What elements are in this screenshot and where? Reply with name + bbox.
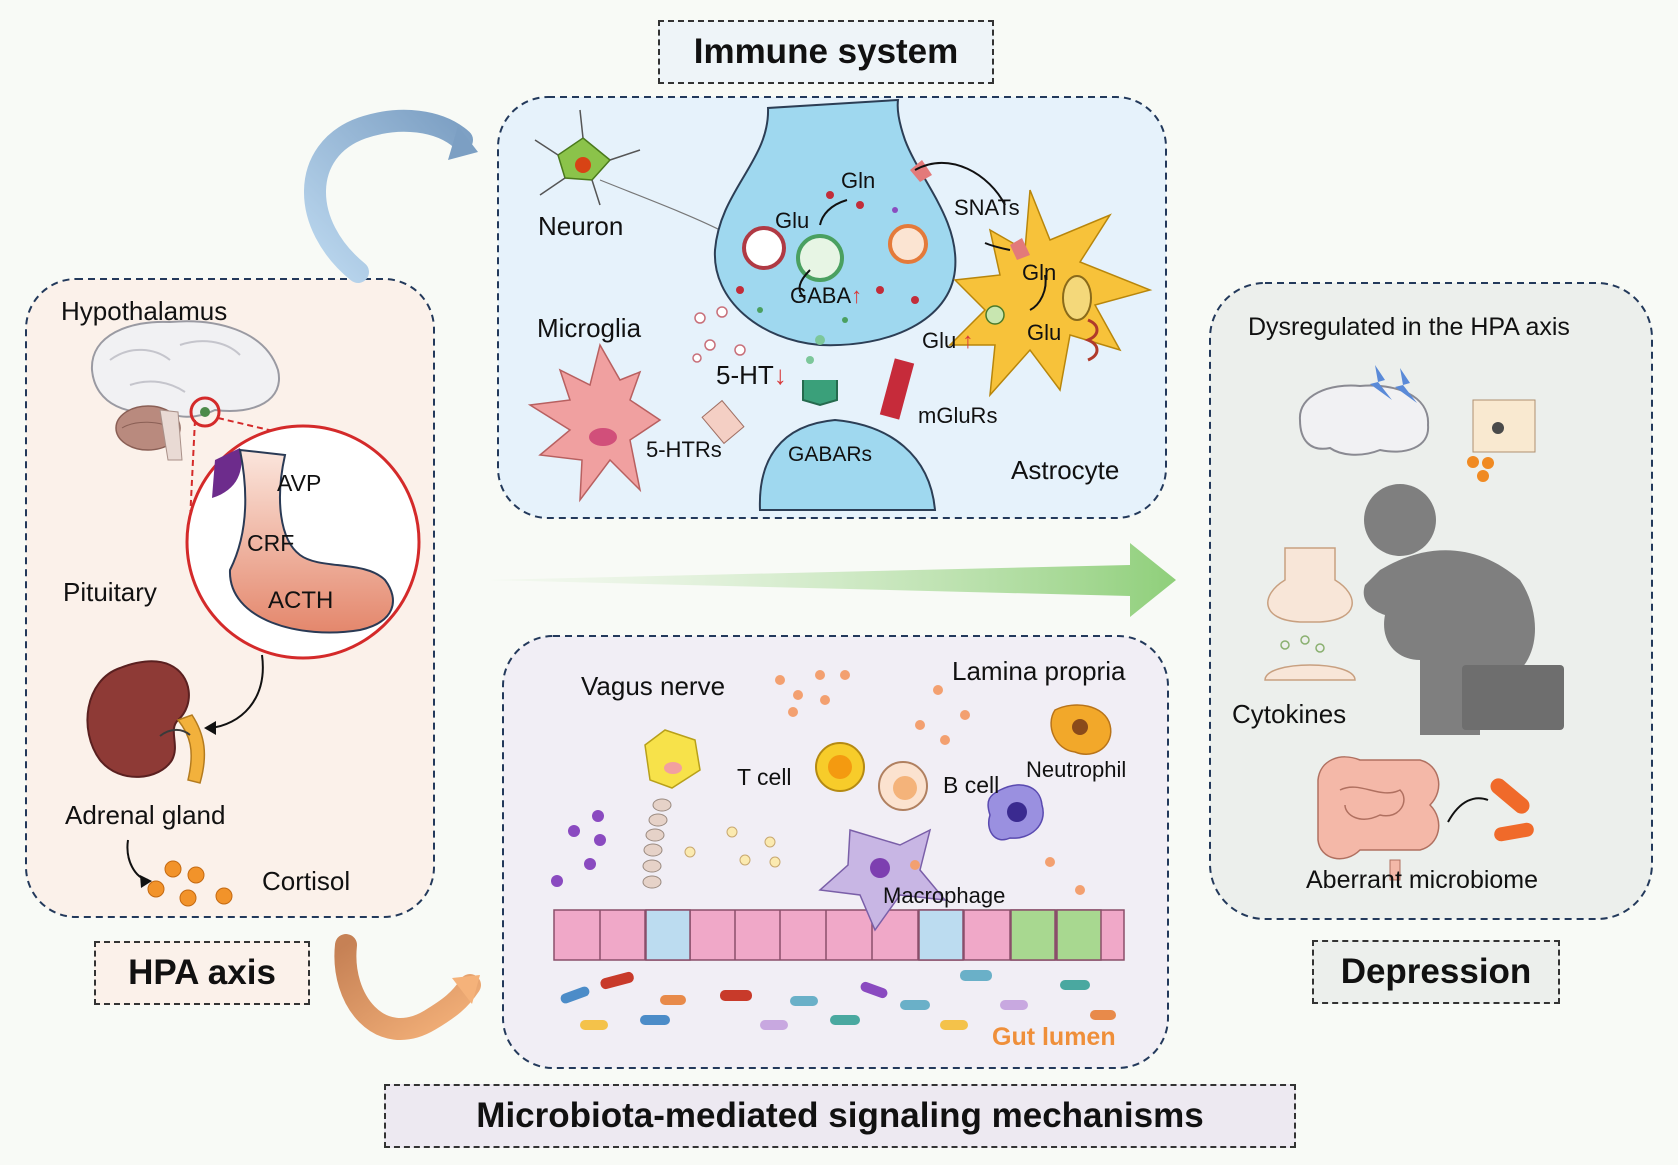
avp-label: AVP (277, 470, 322, 496)
kidney-icon (86, 660, 206, 784)
five-htrs-label: 5-HTRs (646, 437, 722, 462)
immune-system-title: Immune system (658, 20, 994, 84)
aberrant-microbiome-label: Aberrant microbiome (1306, 866, 1539, 894)
neutrophil-label: Neutrophil (1026, 757, 1127, 782)
astrocyte-label: Astrocyte (1011, 455, 1120, 485)
gut-particles-purple (551, 810, 606, 887)
b-cell-label: B cell (943, 772, 1000, 798)
postsynaptic-terminal (701, 335, 937, 511)
gut-particles-cream (684, 826, 781, 868)
neutrophil-icon (1050, 704, 1112, 755)
gut-microbes (560, 970, 1116, 1030)
orange-curved-arrow (334, 934, 481, 1040)
cortisol-label: Cortisol (262, 866, 351, 896)
sitting-person-icon (1363, 484, 1564, 735)
green-main-arrow (486, 543, 1176, 617)
immune-arrows (798, 161, 1047, 311)
neuron-icon (534, 109, 721, 231)
gln-right-label: Gln (1022, 260, 1057, 285)
snats-label: SNATs (954, 195, 1020, 220)
immune-vesicles (692, 306, 746, 363)
vagus-nerve-label: Vagus nerve (581, 671, 726, 701)
hypothalamus-label: Hypothalamus (61, 296, 228, 326)
glu-mid-label: Glu ↑ (922, 328, 974, 353)
microbiota-title: Microbiota-mediated signaling mechanisms (384, 1084, 1296, 1148)
epithelium-layer (553, 909, 1125, 961)
intestine-icon (1317, 756, 1440, 881)
snats-transporter (910, 160, 1030, 260)
t-cell-icon (815, 742, 865, 792)
t-cell-label: T cell (737, 764, 792, 790)
gut-particles-orange (775, 670, 1085, 895)
mglurs-label: mGluRs (918, 403, 998, 428)
depression-orange-dots (1467, 456, 1494, 482)
bacteria-icon (1447, 778, 1534, 842)
adrenal-gland-label: Adrenal gland (65, 800, 226, 830)
lamina-propria-label: Lamina propria (952, 656, 1126, 686)
macrophage-label: Macrophage (883, 883, 1006, 908)
gabars-label: GABARs (788, 443, 873, 466)
gln-top-label: Gln (841, 168, 876, 193)
dysregulated-label: Dysregulated in the HPA axis (1248, 313, 1570, 341)
microglia-icon (527, 343, 662, 503)
presynaptic-terminal (713, 98, 957, 347)
blue-curved-arrow (304, 109, 478, 283)
brain-icon (90, 320, 281, 461)
hpa-axis-title: HPA axis (94, 941, 310, 1005)
microglia-label: Microglia (537, 313, 642, 343)
arrowhead-adrenal (204, 721, 216, 735)
cytokines-label: Cytokines (1232, 699, 1347, 729)
arrowhead-cortisol (140, 875, 152, 888)
arrow-pituitary-to-adrenal (209, 654, 264, 729)
five-ht-label: 5-HT↓ (716, 360, 787, 390)
cortisol-dots (147, 860, 233, 907)
glu-left-label: Glu (775, 208, 810, 233)
vagus-nerve-icon (642, 729, 701, 889)
depressed-brain-icon (1298, 365, 1536, 456)
depression-title: Depression (1312, 940, 1560, 1004)
pituitary-zoom-circle (185, 424, 421, 660)
crf-label: CRF (247, 530, 295, 556)
gaba-label: GABA↑ (790, 283, 863, 308)
macrophage-icon (818, 828, 947, 932)
b-cell-icon (878, 761, 928, 811)
synapse-cytokines-icon (1264, 547, 1356, 681)
glu-right-label: Glu (1027, 320, 1062, 345)
gut-lumen-label: Gut lumen (992, 1023, 1116, 1051)
pituitary-label: Pituitary (63, 577, 157, 607)
neuron-label: Neuron (538, 211, 624, 241)
purple-cell-icon (987, 784, 1044, 841)
acth-label: ACTH (268, 587, 334, 614)
astrocyte-icon (948, 189, 1153, 398)
